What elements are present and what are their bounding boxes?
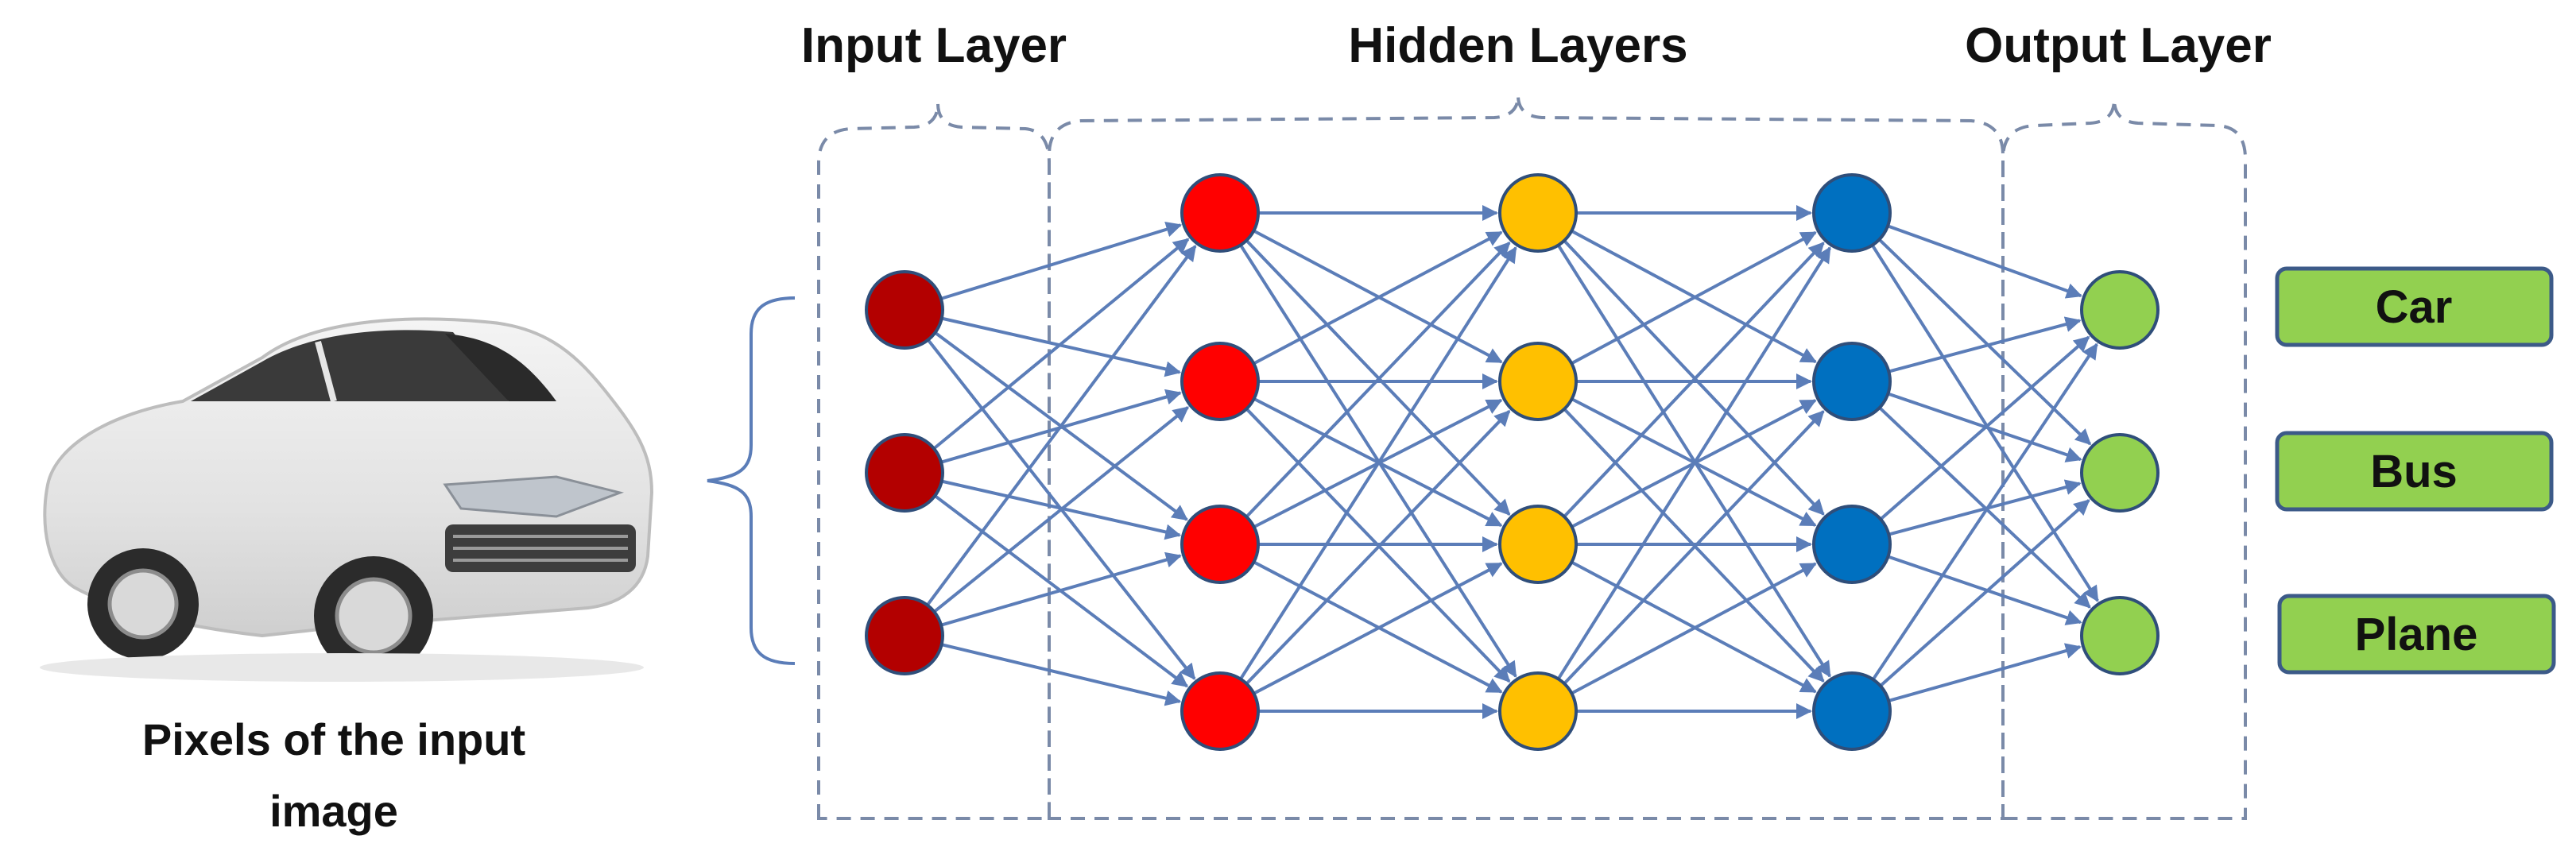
caption-line-2: image [269, 786, 398, 836]
edge-l3-n0-to-n0 [1887, 224, 2082, 299]
edge-l2-n2-to-n0 [1563, 242, 1825, 518]
edge-l1-n3-to-n2 [1253, 562, 1503, 695]
hidden-layer-2-node-1 [1498, 342, 1578, 421]
edge-l3-n2-to-n2 [1887, 555, 2082, 625]
edge-l2-n3-to-n2 [1571, 562, 1817, 695]
edge-l0-n1-to-n0 [932, 238, 1190, 451]
edge-l0-n2-to-n3 [941, 643, 1182, 706]
edge-l0-n0-to-n0 [940, 222, 1183, 300]
edge-l3-n1-to-n0 [1888, 316, 2082, 373]
hidden-layer-2-node-3 [1498, 671, 1578, 751]
edge-l2-n3-to-n0 [1556, 246, 1831, 680]
edge-l3-n3-to-n0 [1871, 342, 2098, 681]
network-nodes [865, 173, 2160, 751]
edge-l1-n1-to-n0 [1253, 230, 1503, 366]
edge-l0-n2-to-n1 [933, 406, 1190, 613]
input-layer-title: Input Layer [801, 18, 1067, 73]
edge-l2-n3-to-n1 [1563, 410, 1825, 685]
input-brace [707, 296, 796, 665]
hidden-layers-box [1048, 95, 2005, 820]
input-car-image [16, 294, 668, 682]
hidden-layer-3-node-3 [1812, 671, 1892, 751]
output-label-bus: Bus [2370, 446, 2458, 497]
hidden-layer-1-node-2 [1180, 505, 1260, 584]
hidden-layer-1-node-3 [1180, 671, 1260, 751]
edge-l3-n2-to-n0 [1879, 335, 2090, 520]
input-layer-0-node-1 [865, 433, 944, 513]
hidden-layer-3-node-0 [1812, 173, 1892, 253]
edge-l1-n3-to-n0 [1239, 246, 1517, 680]
hidden-layer-1-node-1 [1180, 342, 1260, 421]
output-layer-box [2001, 99, 2247, 820]
hidden-layer-3-node-1 [1812, 342, 1892, 421]
output-box-car: Car [2275, 266, 2554, 347]
hidden-layer-1-node-0 [1180, 173, 1260, 253]
edge-l3-n0-to-n2 [1870, 244, 2099, 602]
edge-l2-n1-to-n0 [1571, 230, 1817, 366]
edge-l3-n3-to-n2 [1888, 643, 2082, 702]
input-layer-0-node-2 [865, 596, 944, 675]
connection-edges [926, 205, 2099, 719]
edge-l0-n2-to-n2 [940, 551, 1182, 627]
hidden-layer-3-node-2 [1812, 505, 1892, 584]
output-label-car: Car [2376, 281, 2453, 333]
edge-l3-n2-to-n1 [1888, 479, 2082, 536]
output-layer-4-node-2 [2080, 596, 2160, 675]
output-box-plane: Plane [2277, 594, 2556, 675]
edge-l1-n2-to-n0 [1245, 242, 1511, 518]
caption-line-1: Pixels of the input [142, 714, 525, 764]
hidden-layer-2-node-2 [1498, 505, 1578, 584]
output-box-bus: Bus [2275, 431, 2554, 512]
edge-l3-n3-to-n1 [1879, 499, 2090, 687]
edge-l1-n3-to-n1 [1245, 409, 1511, 685]
input-layer-0-node-0 [865, 270, 944, 350]
output-label-plane: Plane [2355, 609, 2478, 660]
output-layer-4-node-1 [2080, 433, 2160, 513]
input-layer-box [817, 103, 1051, 820]
edge-l3-n0-to-n1 [1878, 238, 2092, 446]
output-layer-title: Output Layer [1965, 18, 2272, 73]
output-layer-4-node-0 [2080, 270, 2160, 350]
edge-l0-n2-to-n0 [926, 245, 1197, 606]
hidden-layer-2-node-0 [1498, 173, 1578, 253]
hidden-layers-title: Hidden Layers [1348, 18, 1687, 73]
